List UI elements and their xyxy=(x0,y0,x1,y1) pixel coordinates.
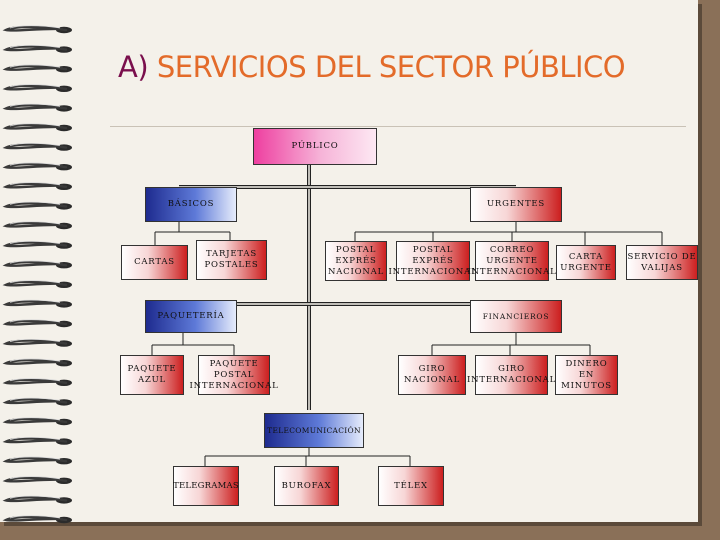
node-dinero-minutos: DINERO EN MINUTOS xyxy=(555,355,618,395)
node-cartas: CARTAS xyxy=(121,245,188,280)
node-giro-internacional: GIRO INTERNACIONAL xyxy=(467,355,555,395)
spiral-ring xyxy=(2,25,72,34)
node-cartas-label: CARTAS xyxy=(134,257,175,267)
node-correo-urgente: CORREO URGENTE INTERNACIONAL xyxy=(467,241,556,281)
title-text: SERVICIOS DEL SECTOR PÚBLICO xyxy=(156,50,626,84)
spiral-ring xyxy=(2,123,72,132)
node-publico-label: PÚBLICO xyxy=(291,141,339,151)
node-postal-expres-nacional: POSTAL EXPRÉS NACIONAL xyxy=(325,241,387,281)
node-paquete-postal-label: PAQUETE POSTAL INTERNACIONAL xyxy=(189,358,279,391)
node-postal-expres-nacional-label: POSTAL EXPRÉS NACIONAL xyxy=(327,244,385,277)
node-paqueteria-label: PAQUETERÍA xyxy=(157,311,225,321)
spiral-ring xyxy=(2,495,72,504)
node-servicio-valijas: SERVICIO DE VALIJAS xyxy=(626,245,698,280)
spiral-ring xyxy=(2,338,72,347)
spiral-ring xyxy=(2,280,72,288)
node-telex: TÉLEX xyxy=(378,466,444,506)
spiral-ring xyxy=(2,221,72,230)
node-giro-internacional-label: GIRO INTERNACIONAL xyxy=(466,364,557,385)
node-paqueteria: PAQUETERÍA xyxy=(145,300,237,333)
spiral-ring xyxy=(2,64,72,73)
spiral-ring xyxy=(2,162,72,171)
node-telegramas-label: TELEGRAMAS xyxy=(173,480,239,491)
node-postal-expres-internacional: POSTAL EXPRÉS INTERNACIONAL xyxy=(388,241,477,281)
spiral-ring xyxy=(2,436,72,445)
node-dinero-minutos-label: DINERO EN MINUTOS xyxy=(561,358,612,391)
spiral-ring xyxy=(2,142,72,151)
node-tarjetas-postales-label: TARJETAS POSTALES xyxy=(204,249,259,270)
spiral-ring xyxy=(2,319,72,328)
node-urgentes-label: URGENTES xyxy=(486,199,546,209)
node-telex-label: TÉLEX xyxy=(394,480,428,491)
node-carta-urgente-label: CARTA URGENTE xyxy=(560,251,612,273)
spiral-ring xyxy=(2,358,72,367)
node-basicos: BÁSICOS xyxy=(145,187,237,222)
node-paquete-azul-label: PAQUETE AZUL xyxy=(127,364,177,385)
spiral-binding xyxy=(2,25,72,524)
node-basicos-label: BÁSICOS xyxy=(167,199,215,209)
node-burofax: BUROFAX xyxy=(274,466,339,506)
node-publico: PÚBLICO xyxy=(253,128,377,165)
title-letter: A) xyxy=(118,50,149,84)
node-tarjetas-postales: TARJETAS POSTALES xyxy=(196,240,267,280)
spiral-ring xyxy=(2,515,72,524)
spiral-ring xyxy=(2,378,72,386)
spiral-ring xyxy=(2,44,72,53)
node-carta-urgente: CARTA URGENTE xyxy=(556,245,616,280)
node-correo-urgente-label: CORREO URGENTE INTERNACIONAL xyxy=(467,244,557,277)
spiral-ring xyxy=(2,201,72,210)
node-financieros-label: FINANCIEROS xyxy=(482,312,550,321)
spiral-ring xyxy=(2,299,72,308)
node-giro-nacional: GIRO NACIONAL xyxy=(398,355,466,395)
spiral-ring xyxy=(2,456,72,465)
node-paquete-postal: PAQUETE POSTAL INTERNACIONAL xyxy=(189,355,278,395)
spiral-ring xyxy=(2,182,72,190)
spiral-ring xyxy=(2,84,72,93)
node-financieros: FINANCIEROS xyxy=(470,300,562,333)
spiral-ring xyxy=(2,397,72,406)
spiral-ring xyxy=(2,476,72,484)
spiral-ring xyxy=(2,417,72,426)
node-telecomunicacion: TELECOMUNICACIÓN xyxy=(264,413,364,448)
node-giro-nacional-label: GIRO NACIONAL xyxy=(403,364,461,385)
node-postal-expres-internacional-label: POSTAL EXPRÉS INTERNACIONAL xyxy=(388,244,478,277)
node-burofax-label: BUROFAX xyxy=(281,480,332,491)
node-paquete-azul: PAQUETE AZUL xyxy=(120,355,184,395)
spiral-ring xyxy=(2,103,72,112)
node-urgentes: URGENTES xyxy=(470,187,562,222)
slide-title: A) SERVICIOS DEL SECTOR PÚBLICO xyxy=(118,50,626,84)
spiral-ring xyxy=(2,240,72,249)
title-divider xyxy=(110,126,686,127)
node-servicio-valijas-label: SERVICIO DE VALIJAS xyxy=(627,251,697,273)
node-telegramas: TELEGRAMAS xyxy=(173,466,239,506)
node-telecomunicacion-label: TELECOMUNICACIÓN xyxy=(267,426,361,435)
spiral-ring xyxy=(2,260,72,269)
